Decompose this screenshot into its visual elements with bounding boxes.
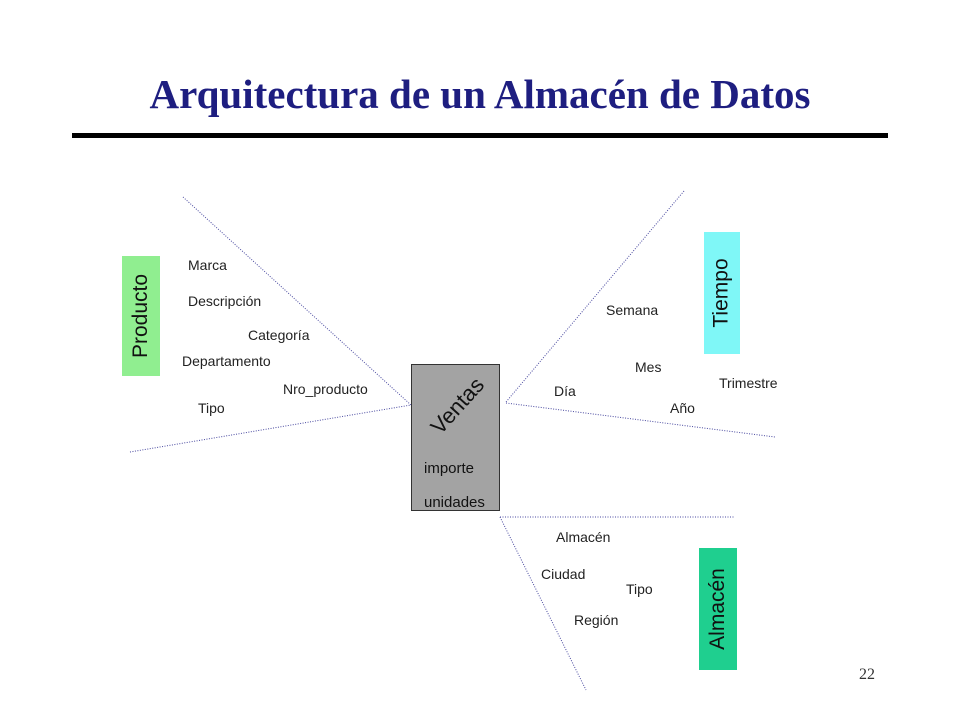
attribute-almacen: Almacén [556, 529, 611, 545]
attribute-ciudad: Ciudad [541, 566, 586, 582]
attribute-descripcion: Descripción [188, 293, 262, 309]
attribute-departamento: Departamento [182, 353, 271, 369]
page-title: Arquitectura de un Almacén de Datos [149, 71, 811, 117]
dimension-almacen: Almacén [699, 548, 737, 670]
attribute-nro-producto: Nro_producto [283, 381, 368, 397]
tiempo-axis-upper [505, 190, 685, 403]
dimension-tiempo: Tiempo [704, 232, 740, 354]
attribute-region: Región [574, 612, 619, 628]
dimension-producto: Producto [122, 256, 160, 376]
title-underline [72, 133, 888, 138]
page-number: 22 [859, 666, 875, 683]
attribute-dia: Día [554, 383, 576, 399]
almacen-axis-lower [499, 516, 587, 691]
attribute-marca: Marca [188, 257, 227, 273]
dimension-producto-label: Producto [129, 273, 152, 359]
attribute-tipo-producto: Tipo [198, 400, 225, 416]
attribute-semana: Semana [606, 302, 659, 318]
fact-table-ventas [411, 364, 500, 511]
attribute-anio: Año [670, 400, 695, 416]
dimension-almacen-label: Almacén [706, 568, 730, 650]
attribute-trimestre: Trimestre [719, 375, 778, 391]
attribute-mes: Mes [635, 359, 662, 375]
tiempo-axis-lower [505, 402, 776, 438]
measure-importe: importe [424, 460, 475, 477]
dimension-tiempo-label: Tiempo [710, 258, 733, 328]
attribute-categoria: Categoría [248, 327, 310, 343]
producto-axis-lower [129, 404, 412, 453]
measure-unidades: unidades [424, 494, 485, 511]
attribute-tipo-almacen: Tipo [626, 581, 653, 597]
